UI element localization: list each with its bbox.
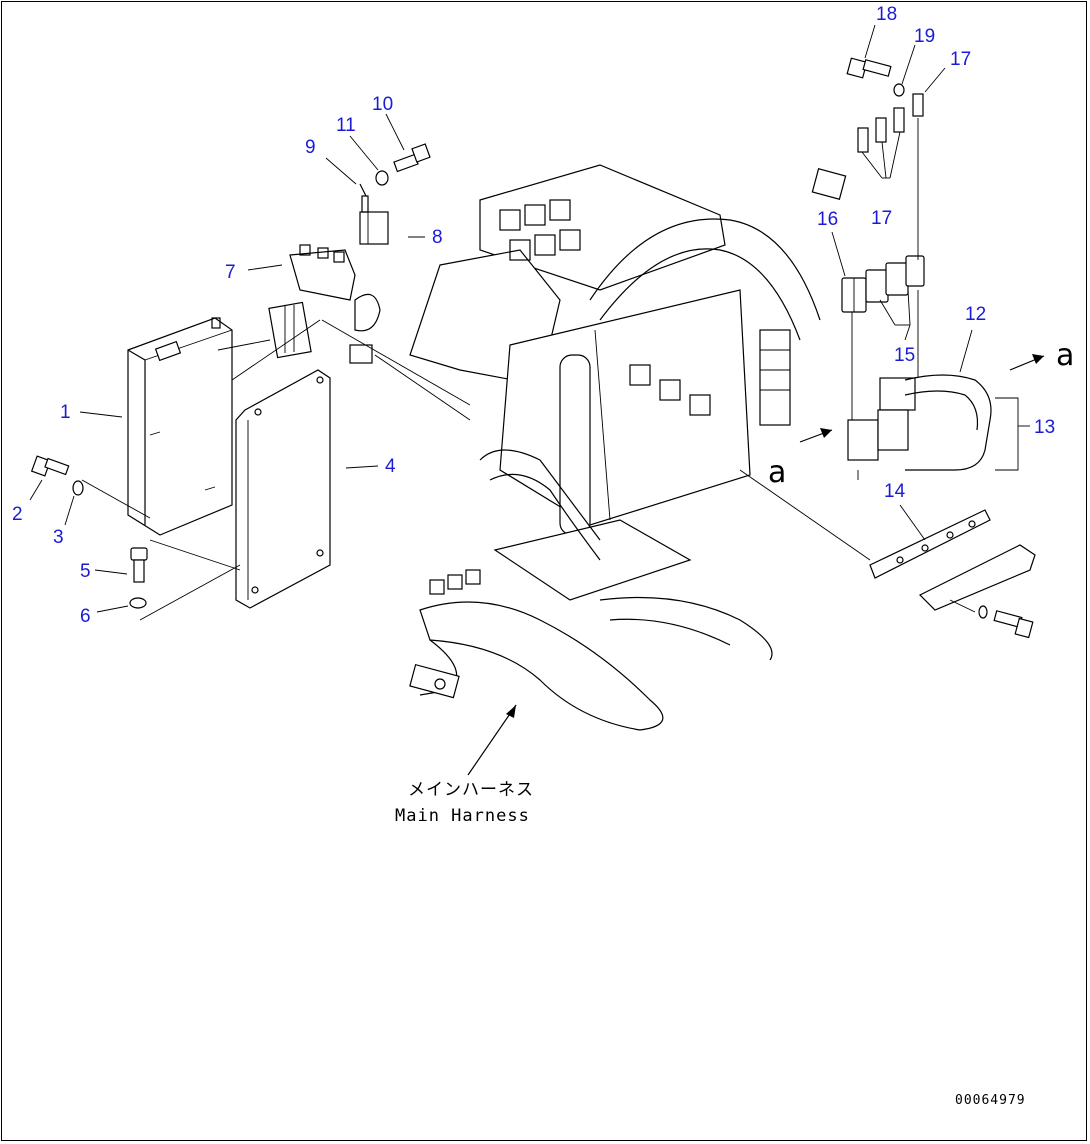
washer-part-6 [129,597,147,609]
callout-8: 8 [432,227,443,248]
caption-english: Main Harness [395,806,530,826]
bolt-part-2 [30,455,70,477]
callout-7: 7 [225,262,236,283]
callout-4: 4 [385,456,396,477]
harness-part-12 [904,374,992,471]
callout-12: 12 [965,304,986,325]
callout-5: 5 [80,561,91,582]
bolt-part-5 [130,547,148,583]
terminal-part-17 [857,93,924,153]
view-arrow-left [799,428,833,443]
callout-11: 11 [336,115,356,136]
view-marker-a-right: a [1056,338,1074,373]
washer-part-3 [72,480,84,496]
callout-16: 16 [817,209,838,230]
bracket-part-14 [869,509,1036,611]
callout-17-lower: 17 [871,208,892,229]
harness-pointer-arrow [467,704,517,776]
callout-14: 14 [884,481,906,502]
callout-19: 19 [914,26,935,47]
callout-9: 9 [305,137,316,158]
relay-block-part-13 [847,377,916,461]
bracket-part-7 [268,244,381,364]
caption-japanese: メインハーネス [408,780,534,800]
bolt-part-18 [846,57,892,79]
figure-id: 00064979 [955,1093,1026,1108]
callout-1: 1 [60,402,71,423]
bolt-part-10 [393,143,431,173]
leader-lines [29,24,1030,621]
plug-part-16-top [811,168,847,200]
main-harness [409,569,773,731]
bolt-right [978,605,1034,639]
cover-plate [235,369,331,609]
callout-15: 15 [894,345,915,366]
view-arrow-right [1009,354,1045,371]
callout-13: 13 [1034,417,1055,438]
callout-18: 18 [876,4,897,25]
washer-part-19 [893,83,905,97]
callout-6: 6 [80,606,91,627]
relay-part-8 [359,195,389,245]
screw-part-9 [359,183,367,197]
relay-part-16 [841,277,867,313]
relay-part-15 [865,255,925,303]
callout-10: 10 [372,94,393,115]
main-frame-assembly [409,164,821,601]
callout-3: 3 [53,527,64,548]
callout-2: 2 [12,504,23,525]
controller-unit [127,317,233,536]
washer-part-11 [375,170,389,186]
callout-17-upper: 17 [950,49,971,70]
view-marker-a-left: a [768,455,786,490]
